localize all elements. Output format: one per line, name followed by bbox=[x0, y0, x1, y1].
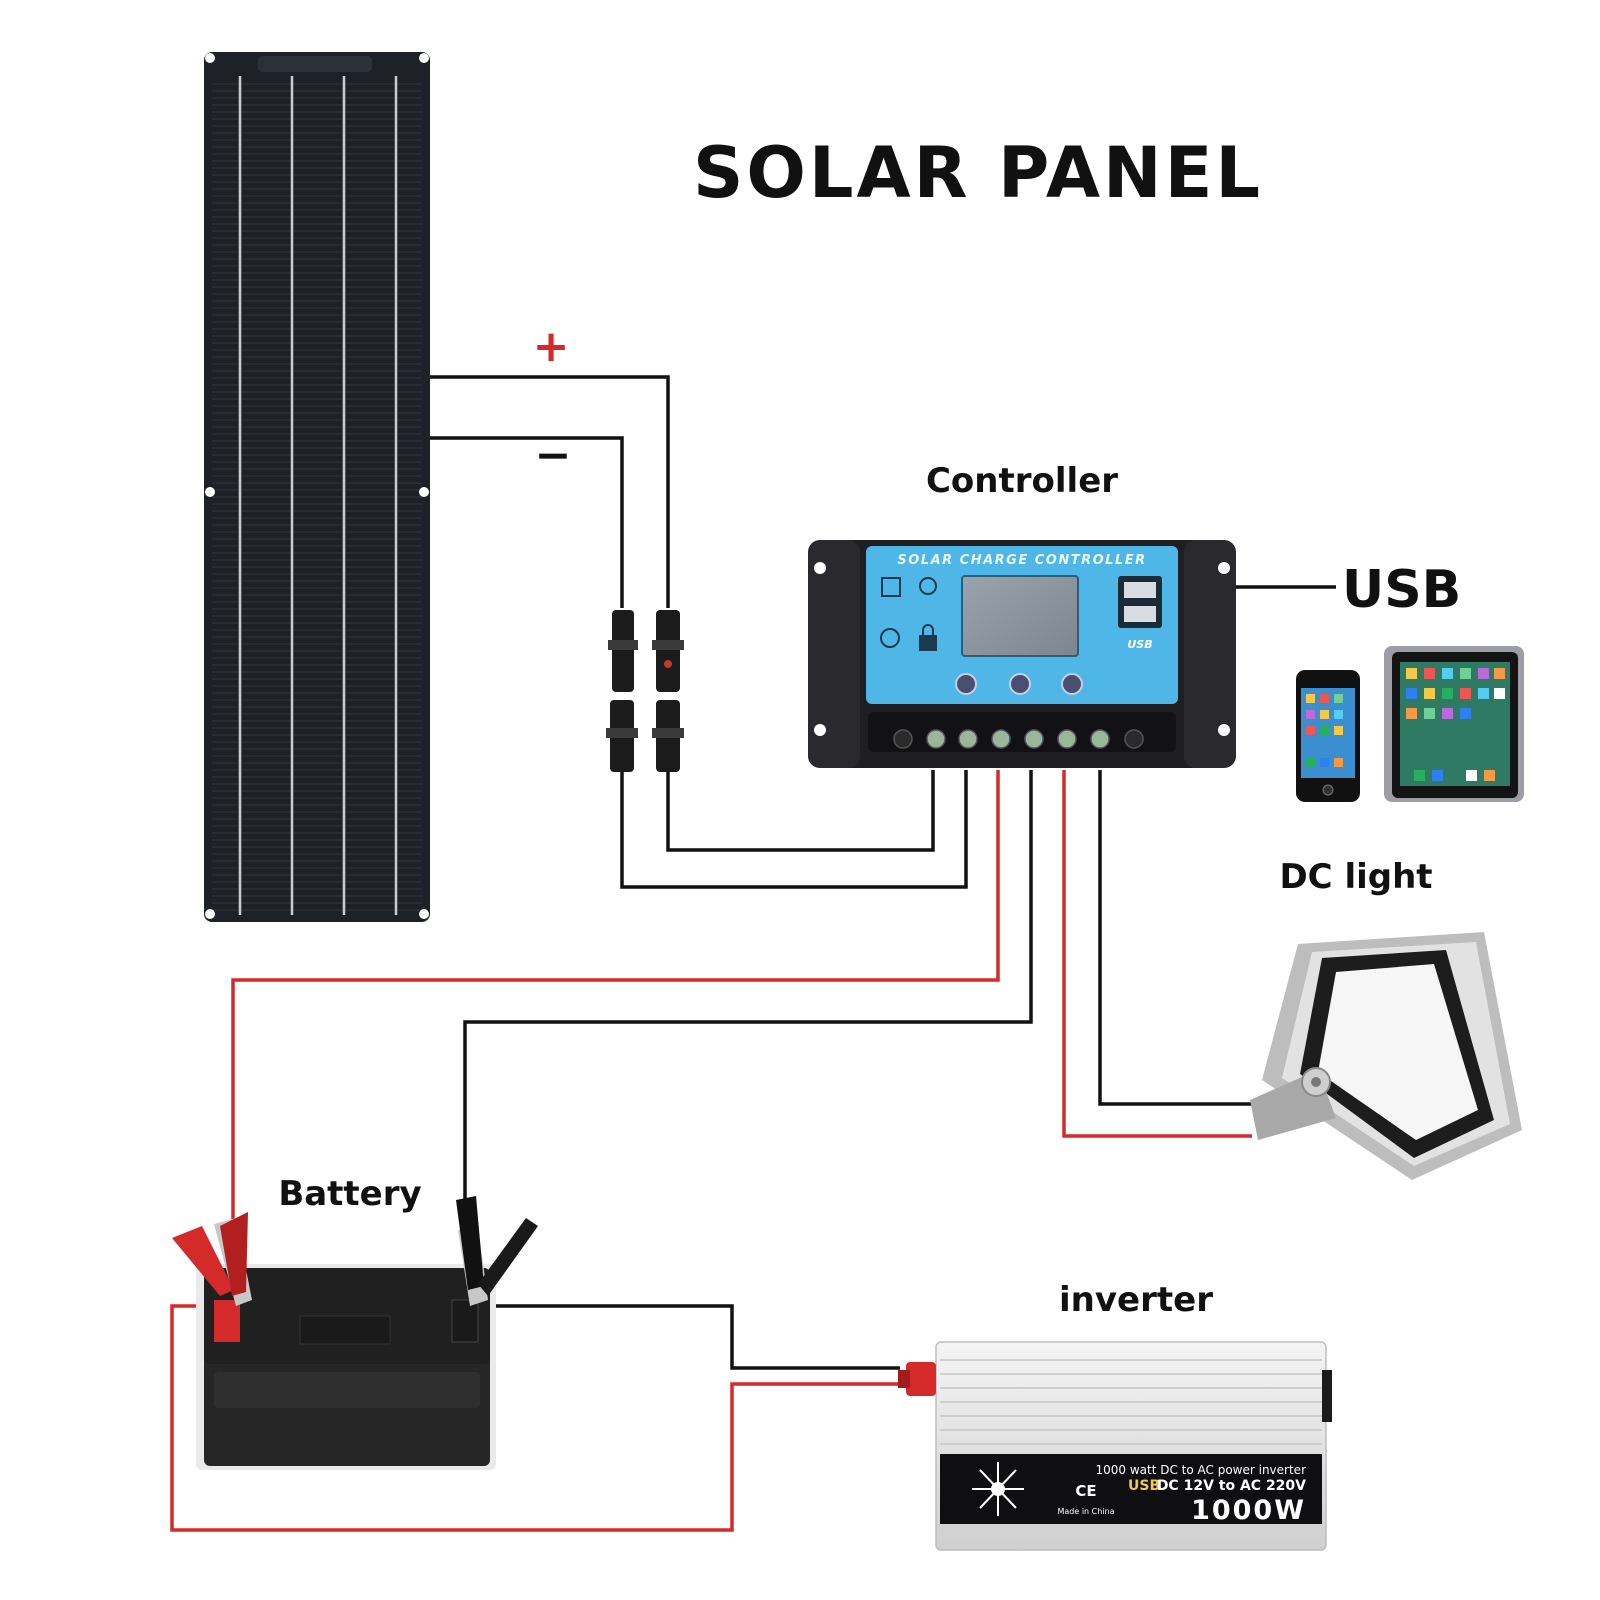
panel-cell-grid bbox=[212, 83, 422, 911]
inverter-positive-wire bbox=[170, 1304, 900, 1532]
battery-label: Battery bbox=[278, 1174, 421, 1214]
dc-flood-light bbox=[1250, 932, 1522, 1180]
red-battery-clamp bbox=[172, 1212, 252, 1306]
controller-face-title: SOLAR CHARGE CONTROLLER bbox=[897, 553, 1146, 568]
terminal-pv-positive[interactable] bbox=[926, 729, 946, 749]
battery-positive-wire bbox=[231, 770, 1000, 1240]
terminal-battery-positive[interactable] bbox=[991, 729, 1011, 749]
ce-mark: CE bbox=[1075, 1482, 1096, 1500]
down-button[interactable] bbox=[1061, 673, 1083, 695]
lock-icon bbox=[919, 635, 937, 651]
terminal-load-negative[interactable] bbox=[1090, 729, 1110, 749]
panel-negative-wire bbox=[430, 436, 624, 608]
usb-label: USB bbox=[1342, 560, 1461, 620]
terminal-battery-negative[interactable] bbox=[1024, 729, 1044, 749]
panel-mount-holes bbox=[205, 53, 429, 919]
battery-negative-terminal[interactable] bbox=[451, 1299, 479, 1343]
inverter-watt: 1000W bbox=[1191, 1495, 1306, 1526]
panel-busbars bbox=[238, 76, 398, 915]
terminal-pv-negative[interactable] bbox=[958, 729, 978, 749]
clock-icon bbox=[880, 628, 900, 648]
dc-light-label: DC light bbox=[1279, 857, 1432, 897]
tablet-device bbox=[1384, 646, 1524, 802]
usb-port-2[interactable] bbox=[1124, 606, 1156, 622]
power-inverter: 1000 watt DC to AC power inverter USB DC… bbox=[898, 1341, 1332, 1551]
controller-usb-ports: USB bbox=[1118, 576, 1162, 651]
controller-status-icons bbox=[880, 577, 937, 651]
positive-sign: + bbox=[533, 321, 570, 372]
controller-pv-positive-wire bbox=[666, 770, 935, 852]
usb-badge: USB bbox=[1127, 638, 1152, 651]
black-battery-clamp bbox=[456, 1196, 538, 1306]
pv-icon bbox=[881, 577, 901, 597]
battery bbox=[196, 1264, 496, 1470]
controller-label: Controller bbox=[926, 461, 1118, 501]
inverter-fins bbox=[940, 1359, 1322, 1445]
tablet-app-icons bbox=[1406, 668, 1505, 781]
phone-app-icons bbox=[1306, 694, 1343, 767]
solar-panel bbox=[204, 52, 430, 922]
light-positive-wire bbox=[1062, 770, 1252, 1138]
light-negative-wire bbox=[1098, 770, 1252, 1106]
inverter-positive-terminal[interactable] bbox=[906, 1362, 936, 1396]
inverter-usb-tag: USB bbox=[1128, 1478, 1160, 1494]
up-button[interactable] bbox=[1009, 673, 1031, 695]
page-title: SOLAR PANEL bbox=[693, 132, 1263, 214]
inverter-label: inverter bbox=[1059, 1280, 1213, 1320]
made-in-text: Made in China bbox=[1057, 1507, 1114, 1516]
controller-pv-negative-wire bbox=[620, 770, 968, 889]
inverter-line2: DC 12V to AC 220V bbox=[1157, 1478, 1306, 1494]
menu-button[interactable] bbox=[955, 673, 977, 695]
inverter-line1: 1000 watt DC to AC power inverter bbox=[1095, 1463, 1306, 1477]
controller-terminals bbox=[868, 712, 1176, 752]
battery-negative-wire bbox=[463, 770, 1033, 1240]
mc4-connector-negative bbox=[606, 610, 638, 772]
mc4-connectors bbox=[606, 610, 684, 772]
terminal-load-positive[interactable] bbox=[1057, 729, 1077, 749]
panel-positive-wire bbox=[430, 375, 670, 608]
controller-buttons bbox=[955, 673, 1083, 695]
inverter-negative-wire bbox=[492, 1304, 900, 1370]
usb-port-1[interactable] bbox=[1124, 582, 1156, 598]
controller-lcd-screen bbox=[961, 575, 1079, 657]
phone-device bbox=[1296, 670, 1360, 802]
charge-controller: SOLAR CHARGE CONTROLLER USB bbox=[808, 540, 1236, 768]
mc4-connector-positive bbox=[652, 610, 684, 772]
battery-positive-terminal[interactable] bbox=[214, 1300, 240, 1342]
gear-icon bbox=[919, 577, 937, 595]
